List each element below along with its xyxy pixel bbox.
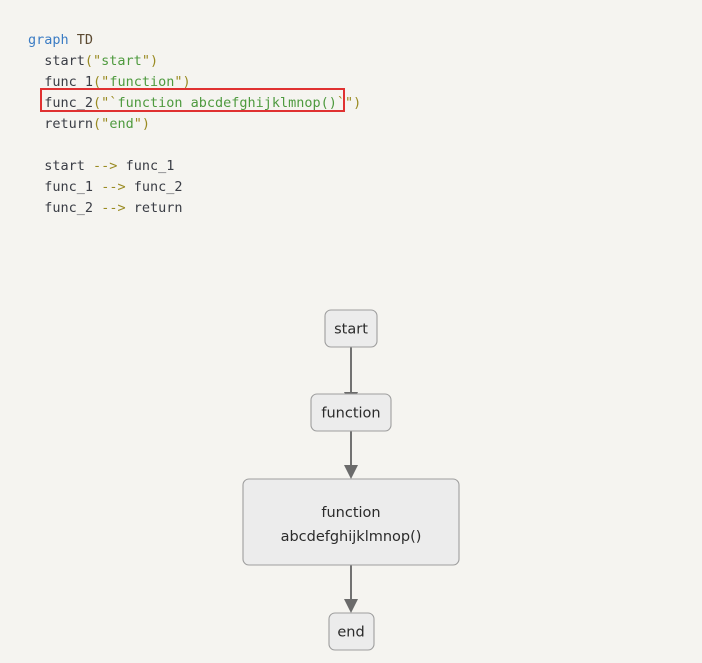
edge0-from: start: [44, 158, 85, 174]
code-line-node-return[interactable]: return("end"): [0, 114, 702, 135]
close-paren-start: "): [141, 53, 159, 69]
node-id-start: start: [44, 53, 85, 69]
code-line-edge-0[interactable]: start --> func_1: [0, 156, 702, 177]
edge-func2-to-return: [344, 565, 358, 613]
node-label-return: end: [109, 116, 134, 132]
edge2-from: func_2: [44, 200, 94, 216]
edge0-to: func_1: [125, 158, 175, 174]
edge0-arrow-icon: -->: [93, 158, 118, 174]
keyword-graph: graph: [28, 32, 69, 48]
node-func2-label-line1: function: [321, 505, 380, 521]
node-func1-label: function: [321, 406, 380, 422]
edge2-to: return: [133, 200, 183, 216]
node-start-label: start: [334, 322, 368, 338]
open-paren-func2: ("`: [93, 95, 118, 111]
close-paren-func2: `"): [336, 95, 362, 111]
code-line-blank: [0, 135, 702, 156]
node-id-return: return: [44, 116, 94, 132]
node-return-label: end: [337, 625, 364, 641]
node-label-func2: function abcdefghijklmnop(): [117, 95, 337, 111]
edge1-arrow-icon: -->: [101, 179, 126, 195]
node-return[interactable]: end: [328, 612, 375, 651]
open-paren-start: (": [84, 53, 102, 69]
edge-func1-to-func2: [344, 428, 358, 479]
node-label-start: start: [101, 53, 142, 69]
code-line-node-func1[interactable]: func_1("function"): [0, 72, 702, 93]
node-func1[interactable]: function: [310, 393, 392, 432]
node-label-func1: function: [109, 74, 175, 90]
mermaid-source-panel[interactable]: graph TD start("start") func_1("function…: [0, 0, 702, 219]
space: [69, 32, 77, 48]
node-func2[interactable]: function abcdefghijklmnop(): [242, 478, 460, 566]
direction-token: TD: [76, 32, 94, 48]
node-start[interactable]: start: [324, 309, 378, 348]
code-line-edge-1[interactable]: func_1 --> func_2: [0, 177, 702, 198]
code-line-graph-header[interactable]: graph TD: [0, 30, 702, 51]
open-paren-return: (": [93, 116, 110, 132]
node-id-func1: func_1: [44, 74, 94, 90]
edge2-arrow-icon: -->: [101, 200, 126, 216]
node-id-func2: func_2: [44, 95, 94, 111]
close-paren-return: "): [133, 116, 150, 132]
edge1-to: func_2: [133, 179, 183, 195]
code-line-edge-2[interactable]: func_2 --> return: [0, 198, 702, 219]
code-line-node-func2[interactable]: func_2("`function abcdefghijklmnop()`"): [0, 93, 702, 114]
flowchart-diagram: start function function abcdefghijklmnop…: [0, 276, 702, 663]
code-line-node-start[interactable]: start("start"): [0, 51, 702, 72]
node-func2-label-line2: abcdefghijklmnop(): [281, 529, 422, 545]
edge1-from: func_1: [44, 179, 94, 195]
open-paren-func1: (": [93, 74, 110, 90]
close-paren-func1: "): [174, 74, 191, 90]
